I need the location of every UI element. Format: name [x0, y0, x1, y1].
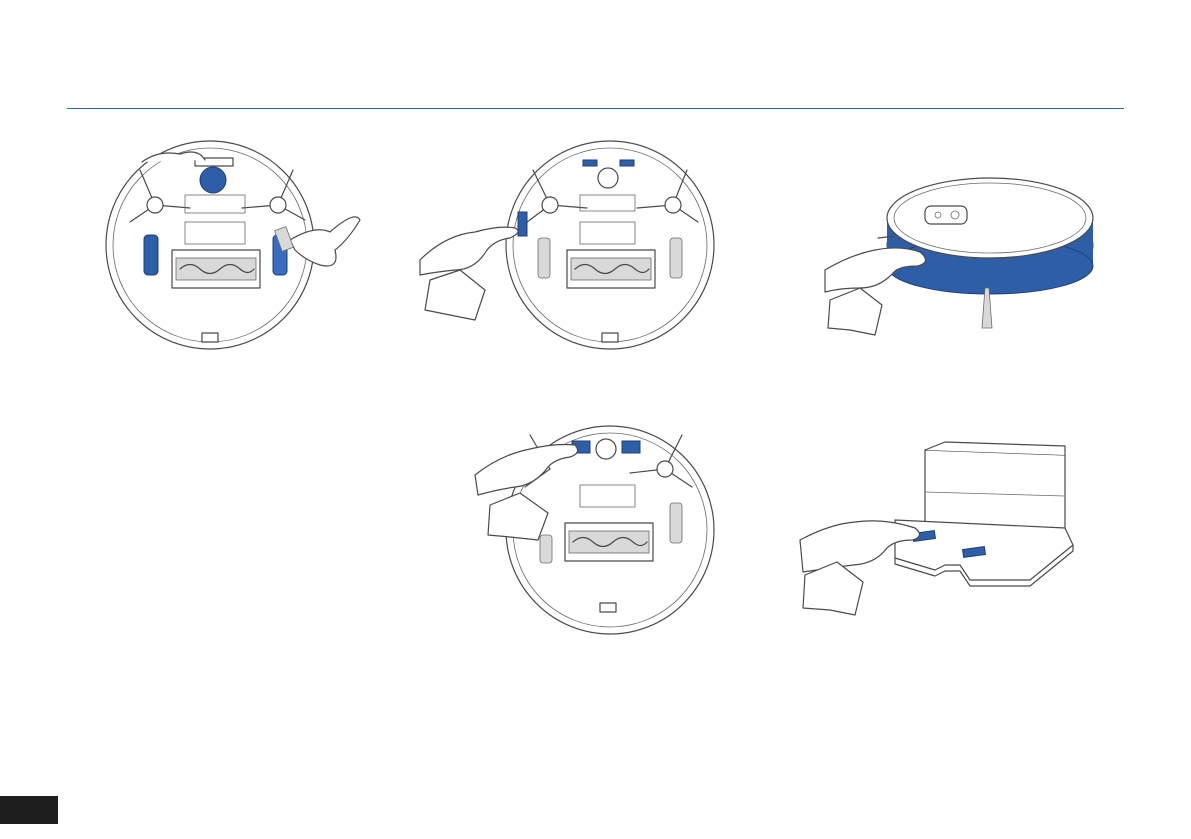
page-number-tab: [0, 796, 58, 824]
robot-top-wipe-icon: [820, 170, 1100, 340]
illustration-clean-wheels: [110, 140, 370, 360]
illustration-clean-front-sensors: [470, 425, 730, 655]
illustration-clean-dock: [795, 440, 1075, 625]
robot-underside-brush-icon: [110, 140, 370, 360]
dock-wipe-icon: [795, 440, 1075, 625]
header-divider: [67, 108, 1124, 109]
robot-underside-wipe-front-icon: [470, 425, 730, 655]
illustration-clean-side-sensors: [415, 140, 715, 360]
robot-underside-wipe-icon: [415, 140, 715, 360]
illustration-clean-bumper: [820, 170, 1100, 340]
